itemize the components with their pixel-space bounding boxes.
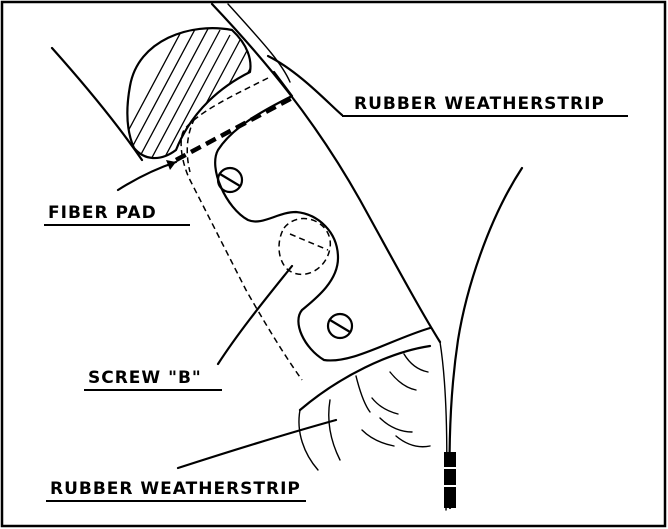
leader-top-weatherstrip [266,54,344,117]
pillar-curve-outer [448,166,524,510]
leader-bottom-weatherstrip [176,418,338,470]
door-outer-curve [50,46,144,162]
leader-fiber-pad-arrow [166,160,176,170]
leader-screw-b [216,264,294,366]
bracket-hidden-edge [180,77,303,381]
screw-lower [326,312,354,340]
weatherstrip-top-edge [227,3,291,83]
leader-fiber-pad [116,160,178,192]
label-rubber-weatherstrip-bottom: RUBBER WEATHERSTRIP [50,479,301,499]
bottom-weatherstrip [298,344,432,471]
screw-upper [216,166,244,194]
retainer-bracket [214,70,432,362]
pillar-strip [444,452,456,508]
pad-section [126,27,252,160]
label-rubber-weatherstrip-top: RUBBER WEATHERSTRIP [354,94,605,114]
label-fiber-pad: FIBER PAD [48,203,157,223]
door-frame-curve [210,2,442,344]
bracket-hidden-edge-2 [186,109,201,173]
screw-b-hidden [278,217,331,276]
fiber-pad-line [174,96,294,162]
label-screw-b: SCREW "B" [88,368,202,388]
